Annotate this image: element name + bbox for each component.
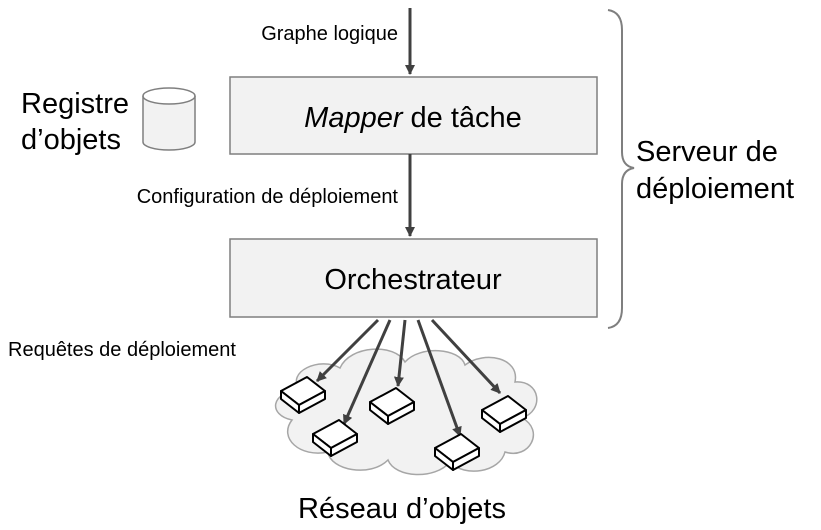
database-icon [142,87,196,151]
server-brace [607,9,635,329]
registry-label-line2: d’objets [21,124,121,156]
task-mapper-label: Mapper de tâche [304,102,522,134]
server-label-line2: déploiement [636,173,794,205]
network-label: Réseau d’objets [298,493,506,525]
request-arrows [315,318,502,437]
mapper-italic-word: Mapper [304,102,404,134]
input-graph-label: Graphe logique [261,23,398,45]
config-label: Configuration de déploiement [137,186,399,208]
requests-label: Requêtes de déploiement [8,339,236,361]
registry-label-line1: Registre [21,88,129,120]
mapper-rest: de tâche [403,102,522,134]
request-arrow-3 [393,319,407,387]
request-arrow-2 [342,319,392,425]
request-arrow-5 [430,318,502,395]
orchestrator-box: Orchestrateur [229,238,598,318]
orchestrator-label: Orchestrateur [324,264,502,296]
request-arrow-4 [416,319,462,437]
task-mapper-box: Mapper de tâche [229,76,598,155]
request-arrow-1 [315,318,380,383]
server-label-line1: Serveur de [636,136,778,168]
